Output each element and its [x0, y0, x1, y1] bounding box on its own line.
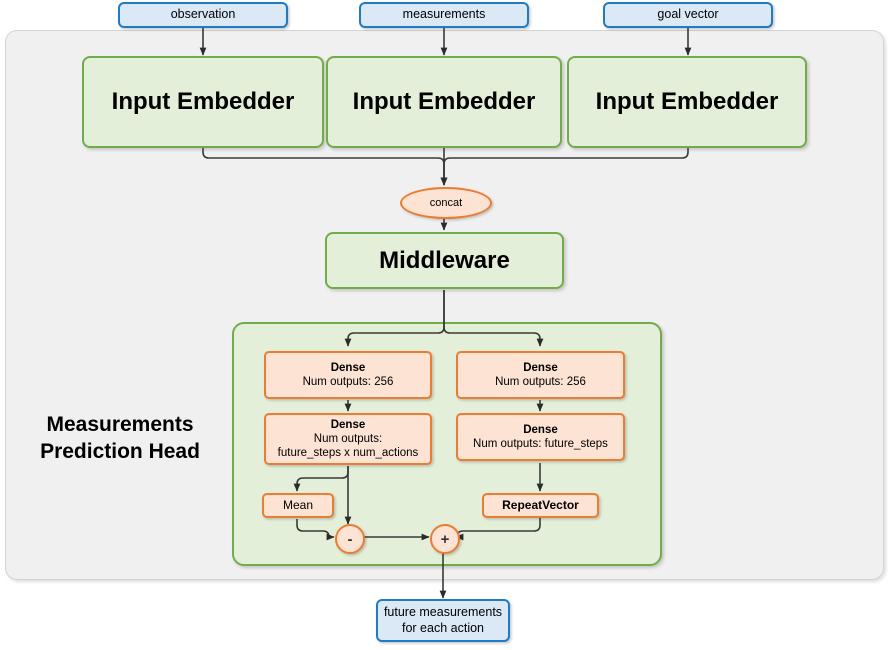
- input-embedder-2-label: Input Embedder: [352, 88, 536, 116]
- subtract-operator[interactable]: -: [335, 524, 365, 554]
- repeat-vector-node[interactable]: RepeatVector: [482, 493, 599, 518]
- prediction-head-title: Measurements Prediction Head: [22, 412, 218, 466]
- input-box-goal-vector[interactable]: goal vector: [603, 2, 773, 28]
- middleware-label: Middleware: [379, 246, 510, 274]
- left-dense-future-outputs-value: future_steps x num_actions: [277, 447, 419, 459]
- repeat-vector-label: RepeatVector: [502, 498, 579, 513]
- input-embedder-3[interactable]: Input Embedder: [567, 56, 807, 148]
- right-dense-256[interactable]: Dense Num outputs: 256: [456, 351, 625, 399]
- right-dense-future-title: Dense: [523, 423, 558, 436]
- left-dense-256-title: Dense: [330, 361, 366, 374]
- input-box-goal-vector-label: goal vector: [657, 7, 719, 22]
- concat-node[interactable]: concat: [400, 187, 492, 219]
- output-box-line1: future measurements: [383, 605, 503, 620]
- input-embedder-3-label: Input Embedder: [595, 88, 779, 116]
- left-dense-future-outputs-label: Num outputs:: [313, 432, 383, 445]
- left-dense-256-outputs: Num outputs: 256: [302, 376, 394, 388]
- input-box-observation[interactable]: observation: [118, 2, 288, 28]
- prediction-head-title-line1: Measurements: [46, 413, 194, 436]
- output-box-future-measurements[interactable]: future measurements for each action: [376, 599, 510, 642]
- input-box-measurements[interactable]: measurements: [359, 2, 529, 28]
- subtract-operator-symbol: -: [347, 530, 353, 548]
- add-operator-symbol: +: [440, 530, 450, 548]
- middleware-block[interactable]: Middleware: [325, 232, 564, 289]
- right-dense-future-steps[interactable]: Dense Num outputs: future_steps: [456, 413, 625, 461]
- mean-node[interactable]: Mean: [262, 493, 334, 518]
- prediction-head-title-line2: Prediction Head: [40, 439, 200, 463]
- right-dense-256-title: Dense: [523, 361, 558, 374]
- mean-label: Mean: [282, 498, 314, 513]
- input-box-measurements-label: measurements: [402, 7, 486, 22]
- left-dense-future-title: Dense: [330, 418, 366, 431]
- left-dense-future-steps-actions[interactable]: Dense Num outputs: future_steps x num_ac…: [264, 413, 432, 465]
- input-embedder-2[interactable]: Input Embedder: [326, 56, 562, 148]
- input-embedder-1-label: Input Embedder: [111, 88, 295, 116]
- right-dense-256-outputs: Num outputs: 256: [495, 376, 586, 388]
- right-dense-future-outputs: Num outputs: future_steps: [473, 438, 608, 450]
- concat-label: concat: [429, 197, 463, 209]
- left-dense-256[interactable]: Dense Num outputs: 256: [264, 351, 432, 399]
- input-box-observation-label: observation: [170, 7, 236, 22]
- input-embedder-1[interactable]: Input Embedder: [82, 56, 324, 148]
- output-box-line2: for each action: [402, 620, 484, 635]
- add-operator[interactable]: +: [430, 524, 460, 554]
